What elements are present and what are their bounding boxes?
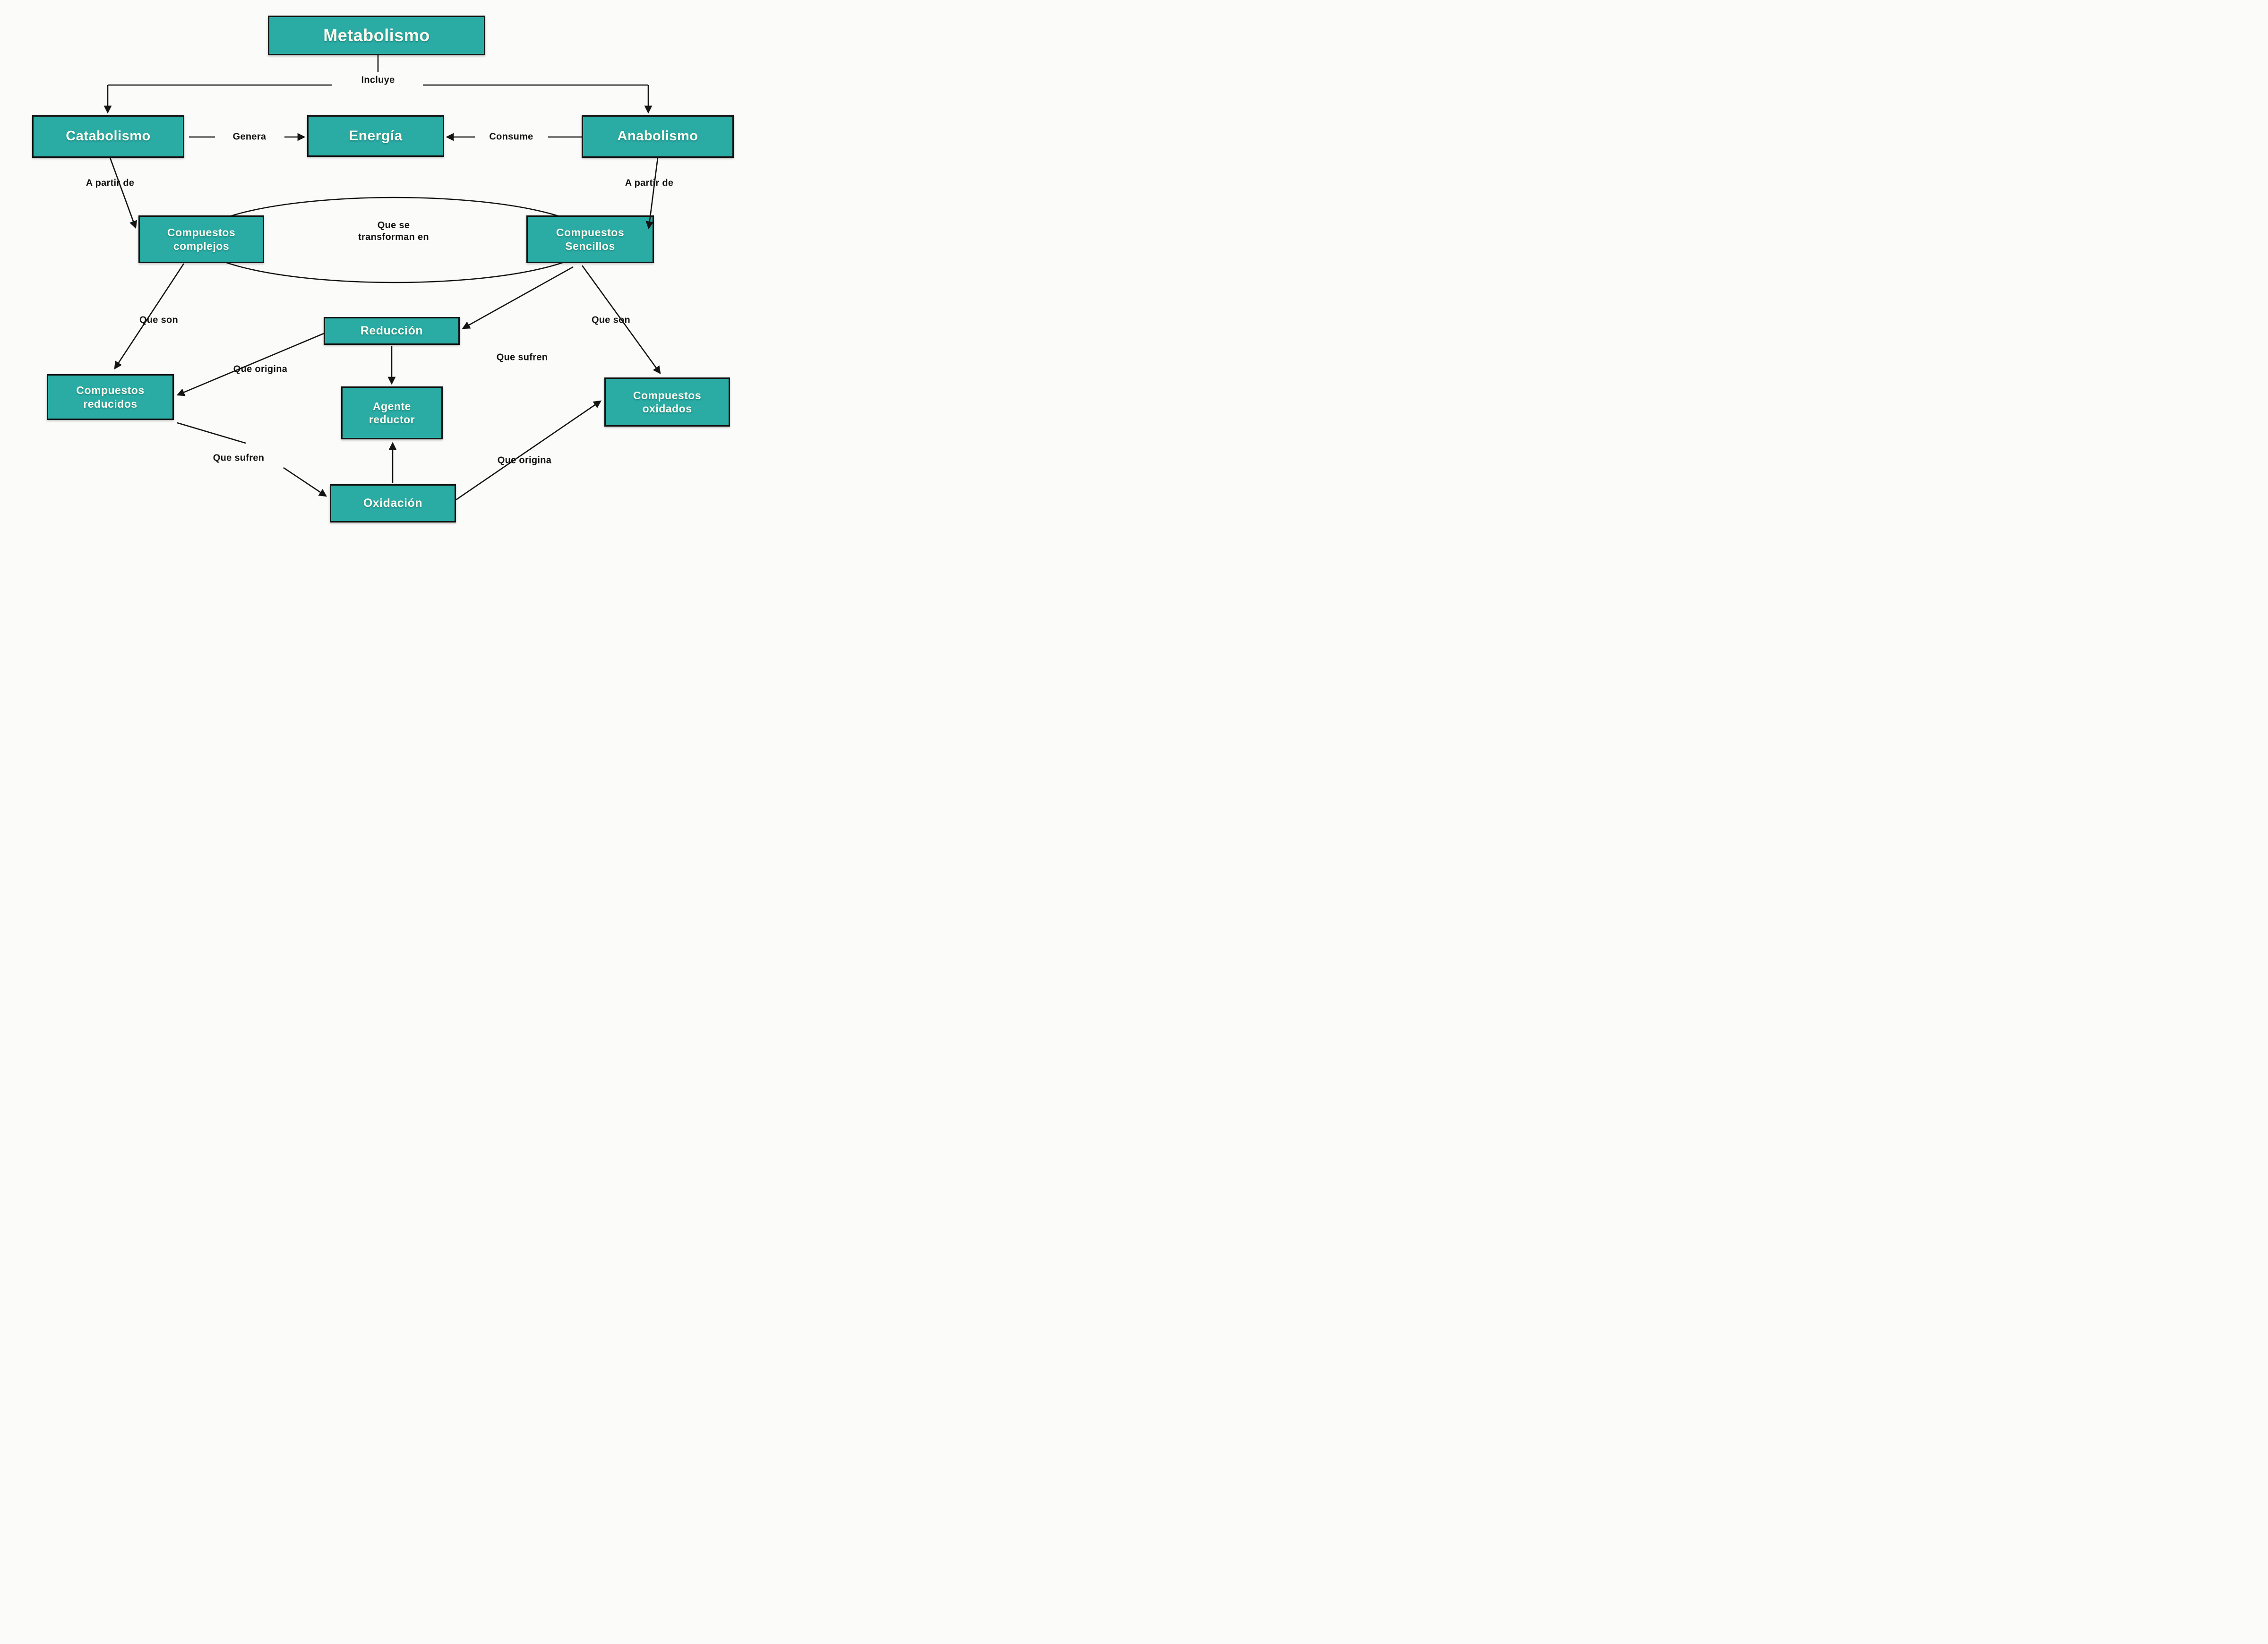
- node-compuestos-complejos-label: Compuestos complejos: [167, 226, 236, 252]
- edge-label-que-son-left: Que son: [139, 315, 179, 325]
- edge-oxidacion-queorigina-to-oxidados: [455, 400, 602, 501]
- edge-label-que-sufren-right: Que sufren: [496, 352, 548, 363]
- edge-label-genera: Genera: [232, 131, 266, 142]
- node-agente-reductor: Agente reductor: [341, 386, 443, 439]
- node-compuestos-oxidados: Compuestos oxidados: [604, 377, 730, 427]
- node-compuestos-sencillos: Compuestos Sencillos: [526, 215, 654, 263]
- node-oxidacion: Oxidación: [330, 484, 456, 522]
- node-reduccion: Reducción: [324, 317, 460, 345]
- edge-label-que-se-transforman-en: Que se transforman en: [358, 220, 429, 242]
- node-energia: Energía: [307, 115, 444, 157]
- node-agente-reductor-label: Agente reductor: [369, 400, 415, 426]
- edge-label-incluye: Incluye: [361, 75, 395, 86]
- node-compuestos-reducidos-label: Compuestos reducidos: [76, 384, 145, 410]
- edge-label-consume: Consume: [489, 131, 533, 142]
- edge-label-que-sufren-bottom: Que sufren: [213, 453, 265, 463]
- edge-quesufren-to-oxidacion: [283, 467, 327, 497]
- node-anabolismo-label: Anabolismo: [617, 128, 698, 144]
- node-reduccion-label: Reducción: [360, 324, 423, 338]
- node-energia-label: Energía: [349, 128, 403, 144]
- edge-label-que-origina-left: Que origina: [233, 364, 288, 375]
- node-metabolismo-label: Metabolismo: [323, 26, 430, 45]
- node-compuestos-sencillos-label: Compuestos Sencillos: [556, 226, 625, 252]
- edge-label-que-son-right: Que son: [591, 315, 631, 325]
- node-metabolismo: Metabolismo: [268, 16, 485, 55]
- node-oxidacion-label: Oxidación: [363, 497, 423, 510]
- edge-sencillos-quesufren-to-reduccion: [462, 266, 574, 329]
- node-anabolismo: Anabolismo: [582, 115, 734, 158]
- edge-label-a-partir-de-right: A partir de: [625, 178, 674, 188]
- concept-map-metabolismo: Metabolismo Catabolismo Energía Anabolis…: [0, 0, 756, 548]
- edge-label-a-partir-de-left: A partir de: [86, 178, 135, 188]
- edge-catabolismo-apartir-to-complejos: [109, 157, 137, 229]
- node-catabolismo-label: Catabolismo: [66, 128, 151, 144]
- edge-reducidos-quesufren-seg1: [177, 422, 246, 444]
- node-compuestos-complejos: Compuestos complejos: [138, 215, 264, 263]
- edge-label-que-origina-bottom: Que origina: [497, 455, 552, 466]
- node-compuestos-reducidos: Compuestos reducidos: [47, 374, 174, 420]
- node-catabolismo: Catabolismo: [32, 115, 184, 158]
- node-compuestos-oxidados-label: Compuestos oxidados: [633, 389, 702, 415]
